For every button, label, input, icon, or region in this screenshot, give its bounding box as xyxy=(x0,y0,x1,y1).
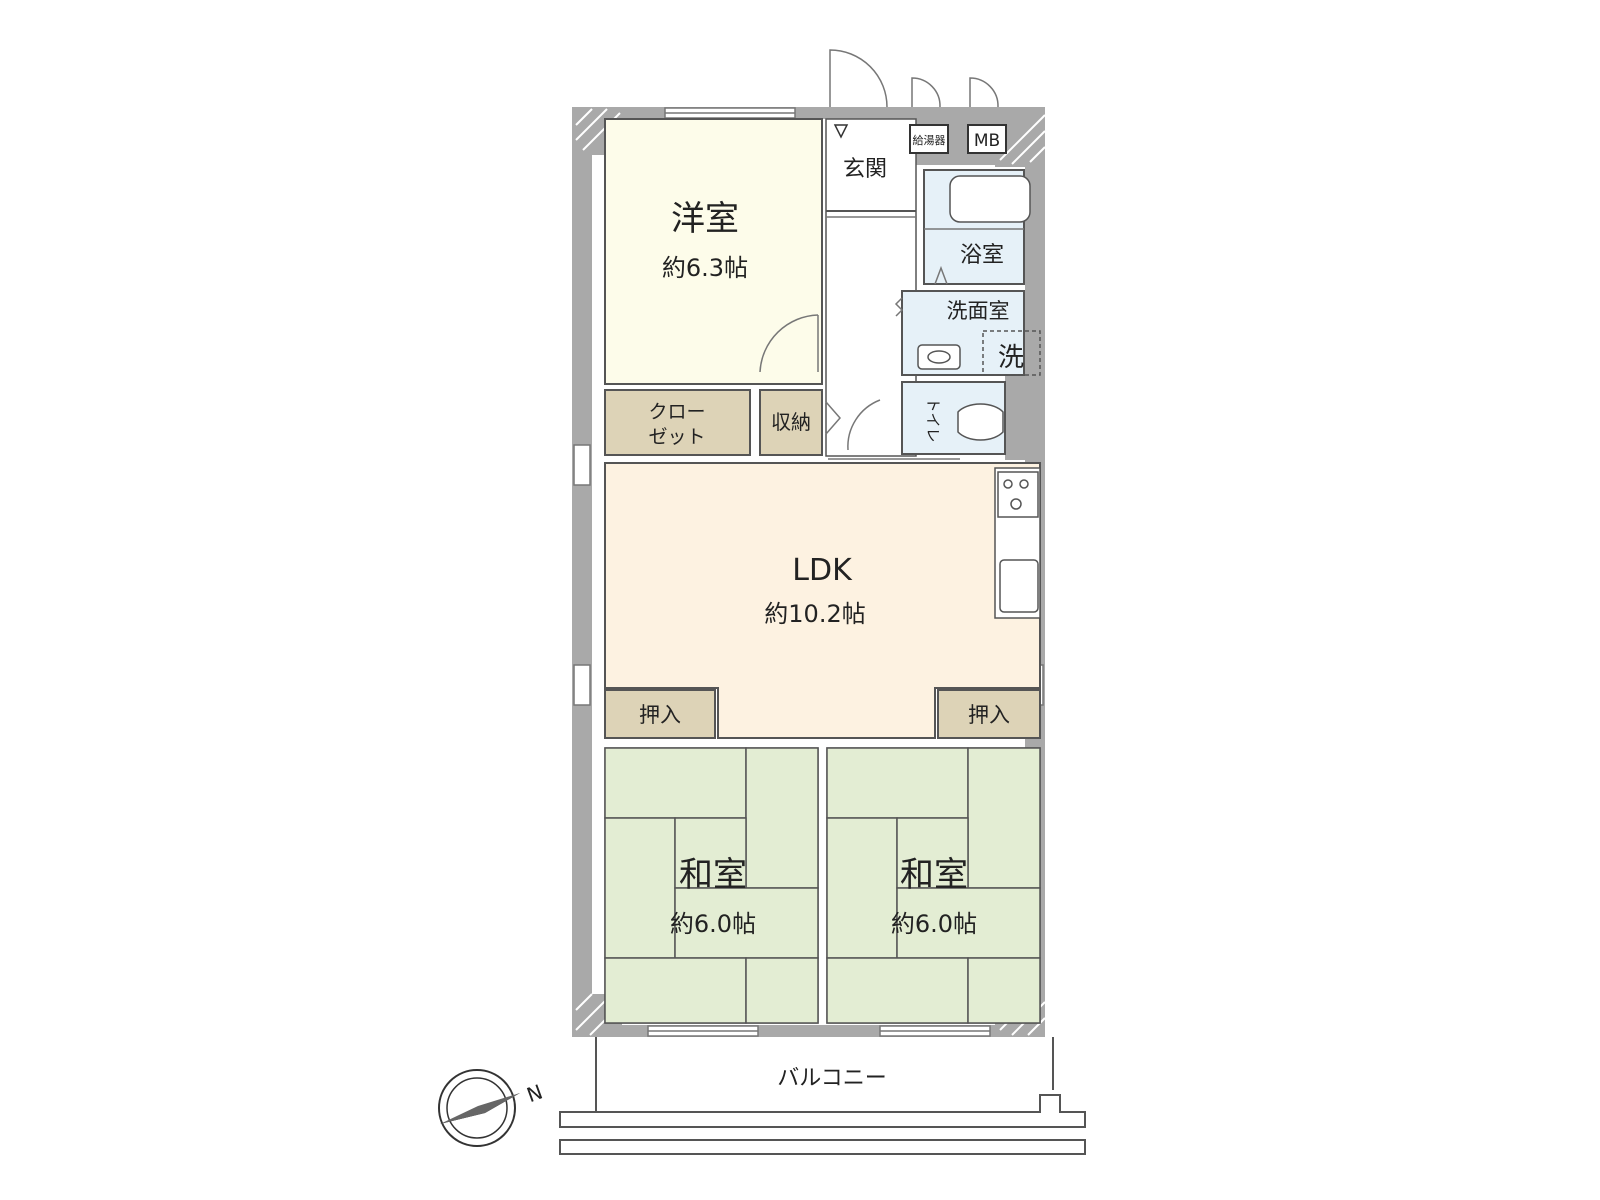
balcony: バルコニー xyxy=(559,1037,1086,1155)
room-japanese-left: 和室 約6.0帖 xyxy=(604,747,819,1024)
room-japanese-right-name: 和室 xyxy=(900,855,968,895)
closet-label-line1: クロー xyxy=(648,401,705,423)
toilet-icon xyxy=(957,403,1004,441)
room-western-size: 約6.3帖 xyxy=(662,254,748,282)
meter-box-label: MB xyxy=(974,131,1000,151)
stove-icon xyxy=(997,471,1039,518)
room-japanese-right-size: 約6.0帖 xyxy=(891,910,977,938)
room-western: 洋室 約6.3帖 xyxy=(604,118,823,385)
washer-label: 洗 xyxy=(998,343,1024,373)
bathroom: 浴室 xyxy=(923,169,1031,285)
bathtub-icon xyxy=(949,175,1031,223)
compass-north-label: N xyxy=(523,1080,545,1108)
closet-label-line2: ゼット xyxy=(648,426,705,448)
washroom-label: 洗面室 xyxy=(947,299,1010,323)
utility-niche: 給湯器 MB xyxy=(909,124,1007,154)
ldk-label: LDK xyxy=(792,553,853,588)
compass-icon: N xyxy=(438,1069,546,1147)
sink-icon xyxy=(917,344,961,370)
room-japanese-left-size: 約6.0帖 xyxy=(670,910,756,938)
storage: 収納 xyxy=(759,389,823,456)
kitchen-sink-icon xyxy=(999,559,1039,613)
ldk-size: 約10.2帖 xyxy=(764,600,865,628)
closet: クロー ゼット xyxy=(604,389,751,456)
entrance-label: 玄関 xyxy=(843,157,887,182)
room-japanese-right: 和室 約6.0帖 xyxy=(826,747,1041,1024)
room-japanese-left-name: 和室 xyxy=(679,855,747,895)
oshiire-right: 押入 xyxy=(937,689,1041,739)
balcony-label: バルコニー xyxy=(777,1066,887,1091)
oshiire-left: 押入 xyxy=(604,689,716,739)
toilet-label: トイレ xyxy=(924,397,942,442)
bath-label: 浴室 xyxy=(960,243,1004,268)
storage-label: 収納 xyxy=(771,410,811,434)
oshiire-left-label: 押入 xyxy=(639,703,681,727)
doors-entrance xyxy=(829,49,999,139)
room-western-name: 洋室 xyxy=(671,199,739,239)
toilet: トイレ xyxy=(901,381,1006,455)
water-heater-label: 給湯器 xyxy=(913,133,946,147)
washroom: 洗面室 洗 xyxy=(894,290,1041,376)
oshiire-right-label: 押入 xyxy=(968,703,1010,727)
room-ldk: LDK 約10.2帖 xyxy=(604,458,1041,739)
